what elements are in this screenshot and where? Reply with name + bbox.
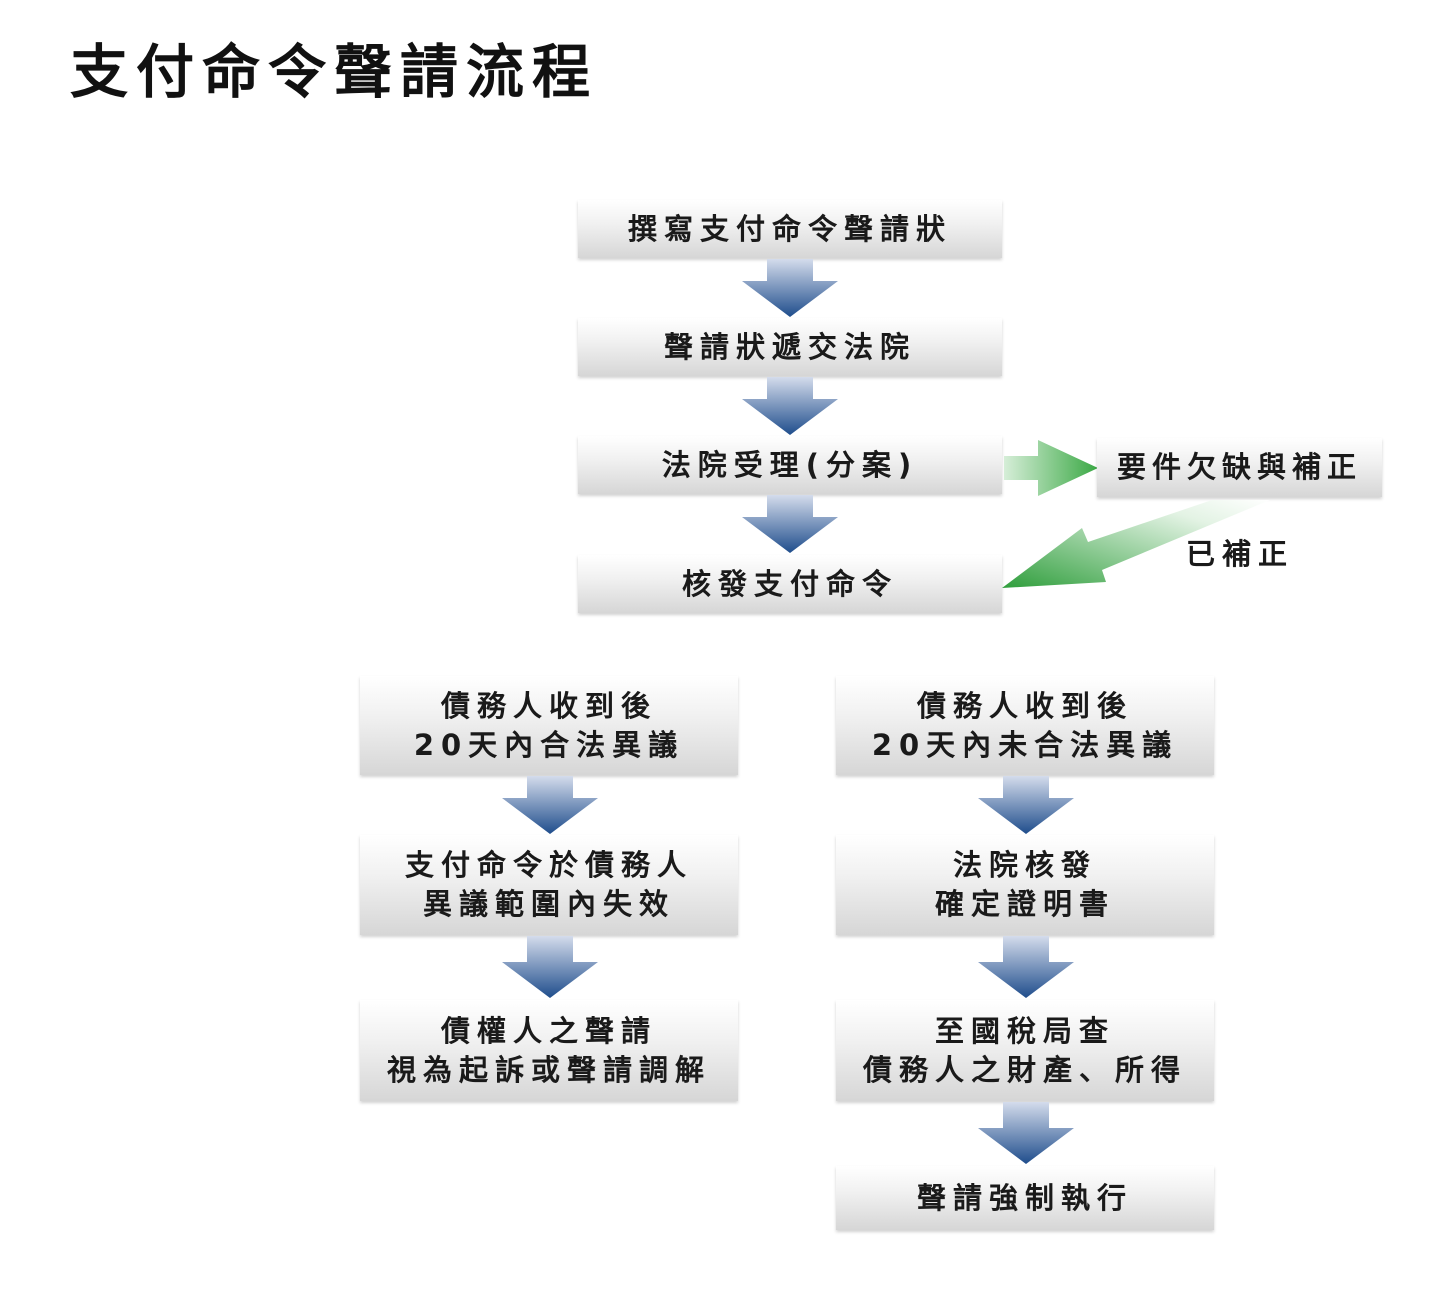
step-court-accepts: 法院受理(分案) [578,436,1002,494]
line-1: 債務人收到後 [440,688,657,723]
left-order-invalid-box: 支付命令於債務人 異議範圍內失效 [360,835,738,935]
down-arrow-icon [742,377,838,435]
down-arrow-icon [978,776,1074,834]
right-tax-bureau-box: 至國稅局查 債務人之財產、所得 [836,1000,1214,1101]
down-arrow-icon [502,776,598,834]
line-2: 確定證明書 [934,887,1115,921]
down-arrow-icon [502,936,598,998]
step-label: 聲請狀遞交法院 [663,329,916,364]
right-enforcement-box: 聲請強制執行 [836,1166,1214,1230]
down-arrow-icon [742,259,838,317]
down-arrow-icon [978,936,1074,998]
line-2: 視為起訴或聲請調解 [386,1052,711,1087]
left-deemed-lawsuit-box: 債權人之聲請 視為起訴或聲請調解 [360,1000,738,1101]
line-1: 法院核發 [952,848,1097,882]
line-1: 支付命令於債務人 [404,848,693,882]
requirement-deficiency-box: 要件欠缺與補正 [1097,438,1382,497]
line-1: 聲請強制執行 [916,1180,1133,1215]
step-submit-to-court: 聲請狀遞交法院 [578,318,1002,376]
line-2: 債務人之財產、所得 [862,1052,1187,1087]
step-label: 法院受理(分案) [661,447,919,482]
down-arrow-icon [742,495,838,553]
box-label: 要件欠缺與補正 [1116,450,1362,484]
down-arrow-icon [978,1102,1074,1164]
diagonal-return-arrow-icon [1002,500,1270,588]
line-2: 20天內合法異議 [413,727,685,762]
line-1: 至國稅局查 [934,1013,1115,1048]
right-arrow-icon [1004,440,1098,496]
right-no-objection-box: 債務人收到後 20天內未合法異議 [836,676,1214,775]
line-1: 債務人收到後 [916,688,1133,723]
right-certificate-box: 法院核發 確定證明書 [836,835,1214,935]
step-label: 撰寫支付命令聲請狀 [627,211,952,246]
line-2: 20天內未合法異議 [871,727,1179,762]
step-write-application: 撰寫支付命令聲請狀 [578,200,1002,258]
page-title: 支付命令聲請流程 [70,38,599,106]
left-objection-box: 債務人收到後 20天內合法異議 [360,676,738,775]
step-label: 核發支付命令 [681,566,898,601]
step-issue-order: 核發支付命令 [578,555,1002,613]
line-2: 異議範圍內失效 [422,887,675,921]
corrected-label: 已補正 [1186,537,1295,571]
line-1: 債權人之聲請 [440,1013,657,1048]
